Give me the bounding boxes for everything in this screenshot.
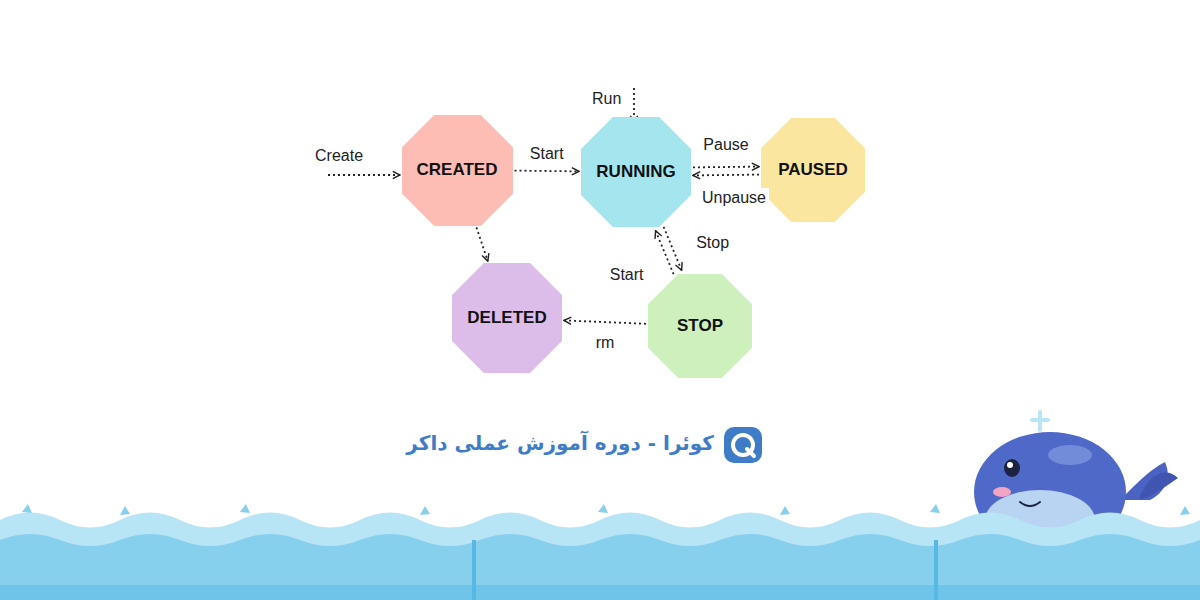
transition-arrow xyxy=(664,227,682,270)
octagon-fill xyxy=(581,117,691,227)
course-caption: کوئرا - دوره آموزش عملی داکر xyxy=(406,430,714,456)
command-label: Unpause xyxy=(699,188,769,207)
water-waves xyxy=(0,504,1200,600)
command-label: Pause xyxy=(700,135,751,154)
state-name: RUNNING xyxy=(596,162,675,182)
state-name: STOP xyxy=(677,316,723,336)
entry-label: Run xyxy=(592,89,621,108)
state-name: PAUSED xyxy=(778,160,848,180)
octagon-fill xyxy=(648,274,752,378)
state-octagon: CREATED xyxy=(402,115,513,226)
transition-arrow xyxy=(693,174,759,177)
command-label: rm xyxy=(593,333,618,352)
octagon-fill xyxy=(761,118,865,222)
transition-arrow xyxy=(656,231,674,274)
command-label: Stop xyxy=(693,233,732,252)
transition-arrow xyxy=(515,170,580,173)
state-octagon: PAUSED xyxy=(761,118,865,222)
transition-arrow xyxy=(476,227,487,261)
octagon-fill xyxy=(402,115,513,226)
command-label: Start xyxy=(607,265,647,284)
entry-label: Create xyxy=(315,146,363,165)
octagon-fill xyxy=(452,263,562,373)
state-octagon: STOP xyxy=(648,274,752,378)
create-arrow xyxy=(328,174,400,176)
state-name: DELETED xyxy=(467,308,546,328)
command-label: Start xyxy=(527,144,567,163)
state-name: CREATED xyxy=(417,160,498,180)
transition-arrow xyxy=(564,320,646,323)
state-octagon: RUNNING xyxy=(581,117,691,227)
quera-logo xyxy=(724,427,762,463)
transition-arrow xyxy=(693,166,759,169)
state-octagon: DELETED xyxy=(452,263,562,373)
